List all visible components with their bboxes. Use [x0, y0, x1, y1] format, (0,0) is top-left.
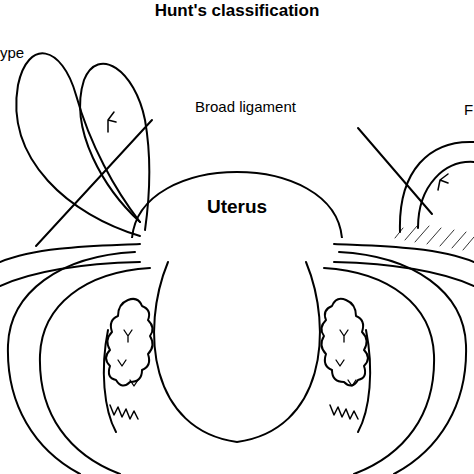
uterus-wall — [8, 252, 135, 474]
cyst-lobe — [418, 162, 474, 228]
uterus-wall — [339, 252, 466, 474]
organ-label: Uterus — [132, 198, 342, 216]
vessel-mark — [438, 174, 448, 190]
type-label: ype — [0, 44, 24, 62]
type-label: F — [464, 101, 473, 119]
uterine-cavity — [154, 262, 320, 442]
ovary — [321, 299, 368, 386]
ovarian-ligament — [104, 330, 116, 432]
follicle-marks — [118, 330, 356, 386]
part-label: Broad ligament — [195, 98, 296, 116]
ovary — [106, 299, 153, 386]
diagram-title: Hunt's classification — [0, 2, 474, 20]
cyst-lobe — [80, 64, 149, 230]
ovarian-ligament — [358, 330, 370, 432]
uterus-fundus — [132, 172, 342, 238]
fimbriae — [110, 405, 138, 419]
organ-shape: Uterus — [132, 150, 342, 250]
cyst-lobe — [400, 142, 474, 232]
cyst-lobe — [16, 53, 140, 236]
ligament-hatching — [395, 226, 474, 250]
vessel-mark — [108, 112, 116, 132]
fimbriae — [330, 405, 358, 419]
